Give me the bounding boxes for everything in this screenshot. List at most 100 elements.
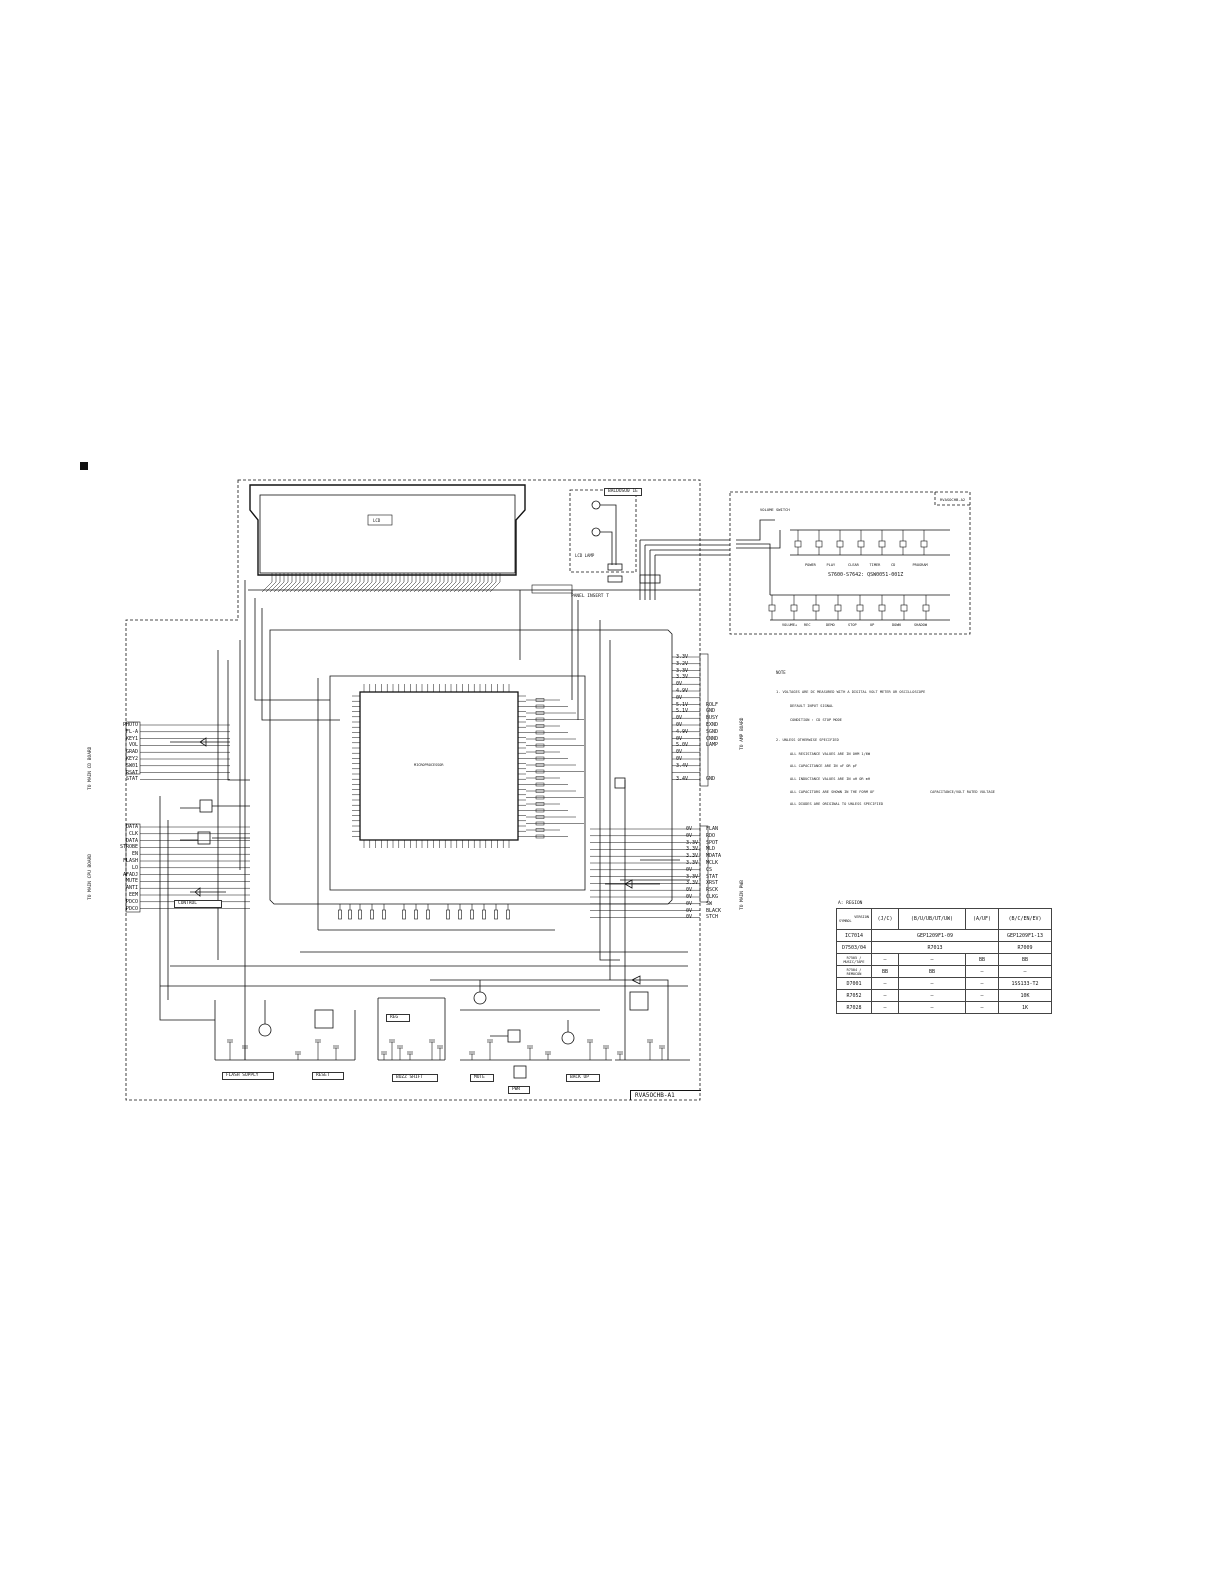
table-row: R7504 / REMOCON BB BB — — xyxy=(836,965,1052,978)
switch-label: STOP xyxy=(848,623,857,627)
pin-label xyxy=(706,654,718,661)
pin-voltage: 0V xyxy=(676,715,683,722)
pin-label: PDCO xyxy=(125,898,138,905)
pin-voltage: 0V xyxy=(676,681,683,688)
pin-voltage: 0V xyxy=(686,832,693,839)
pin-label: STCH xyxy=(706,914,719,921)
pin-voltage: 0V xyxy=(686,826,693,832)
pin-label xyxy=(706,681,718,688)
fl-unit-code: BALDOSU0 1E xyxy=(604,488,642,496)
table-row: R7028 — — — 1K xyxy=(836,1001,1052,1014)
pin-label: PHOTO xyxy=(122,722,138,728)
volume-switch-label: VOLUME SWITCH xyxy=(760,507,790,512)
pin-voltage: 0V xyxy=(686,866,693,873)
pin-voltage: 3.4V xyxy=(676,776,689,783)
table-row: D7503/04 R7013 R7009 xyxy=(836,941,1052,954)
pin-label: VOL xyxy=(128,742,138,749)
lcd-label: LCD xyxy=(373,518,381,523)
pin-voltage xyxy=(676,770,688,777)
pin-label: SW xyxy=(706,900,713,907)
note-9: CAPACITANCE/VOLT RATED VOLTAGE xyxy=(930,790,995,794)
board-outline xyxy=(125,479,701,1101)
transistor-q2 xyxy=(473,991,487,1005)
table-row: R7052 — — — 10K xyxy=(836,989,1052,1002)
pin-label: ROLF xyxy=(706,701,719,708)
table-row: D7001 — — — 1SS133-T2 xyxy=(836,977,1052,990)
pin-label: SPOT xyxy=(706,839,719,846)
pin-label: PDCO xyxy=(125,905,138,912)
pin-label xyxy=(706,695,718,702)
pin-voltage: 3.3V xyxy=(686,873,699,880)
pin-voltage: 0V xyxy=(676,755,683,762)
notes-title: NOTE xyxy=(776,670,786,675)
pin-label: EEM xyxy=(128,891,138,898)
fl-unit-box xyxy=(569,489,637,573)
switch-unit-code: RVASOCHB-A2 xyxy=(940,497,966,502)
switch-label: REC xyxy=(804,623,811,627)
right-bot-side-label: TO MAIN PWB xyxy=(740,880,745,910)
pin-label: STAT xyxy=(706,873,719,880)
switch-label: CD xyxy=(891,563,896,567)
pin-label: RSCK xyxy=(706,887,719,894)
lamp-2 xyxy=(591,527,601,537)
switch-part-label: S7600-S7642: QSW0051-001Z xyxy=(828,572,904,578)
block-mute: MUTE xyxy=(470,1074,494,1082)
pin-label: CLKG xyxy=(706,893,719,900)
pin-voltage: 3.2V xyxy=(676,660,689,667)
pin-label: STAT xyxy=(125,776,138,783)
lamp-1 xyxy=(591,500,601,510)
table-caption: A: REGION xyxy=(838,901,863,906)
pin-label: MUTE xyxy=(125,878,138,885)
conn-left-top-box xyxy=(125,721,141,775)
lcd-label-box xyxy=(367,514,393,526)
left-top-side-label: TO MAIN CD BOARD xyxy=(88,746,93,790)
block-control: CONTROL xyxy=(174,900,222,908)
pin-label xyxy=(706,661,718,668)
pin-voltage: 5.0V xyxy=(676,742,689,749)
section-marker: ■ xyxy=(79,459,85,466)
note-1: 1. VOLTAGES ARE DC MEASURED WITH A DIGIT… xyxy=(776,690,926,694)
pin-voltage: 4.9V xyxy=(676,687,689,694)
table-col-3: (B/C/EN/EV) xyxy=(998,908,1052,930)
variation-table: VERSION SYMBOL (J/C) (B/U/UB/UT/UW) (A/U… xyxy=(836,908,1052,1014)
pin-label xyxy=(706,688,718,695)
note-7: ALL INDUCTANCE VALUES ARE IN uH OR mH xyxy=(790,777,871,781)
pin-voltage: 3.3V xyxy=(686,880,699,887)
pin-label: LAMP xyxy=(706,742,719,749)
table-corner: VERSION SYMBOL xyxy=(836,908,872,930)
pin-label: MDATA xyxy=(706,853,722,860)
pin-label: KEY1 xyxy=(125,735,138,742)
pin-label: STROBE xyxy=(119,844,138,851)
pin-label xyxy=(706,770,718,777)
pin-label: GRAD xyxy=(125,749,138,756)
pin-label: RDO xyxy=(706,832,716,839)
switch-label: UP xyxy=(870,623,875,627)
transistor-q1 xyxy=(258,1023,272,1037)
pin-voltage: 0V xyxy=(686,900,693,907)
table-row: R7505 / MUSIC/TAPE — — BB BB xyxy=(836,953,1052,966)
note-6: ALL CAPACITANCE ARE IN uF OR pF xyxy=(790,764,858,768)
pin-voltage: 5.1V xyxy=(676,701,689,708)
block-flash-supply: FLASH SUPPLY xyxy=(222,1072,274,1080)
note-3: CONDITION : CD STOP MODE xyxy=(790,718,842,722)
pin-label: AFADJ xyxy=(122,871,138,878)
pin-label: LO xyxy=(131,864,138,871)
panel-insert-box xyxy=(531,584,573,594)
pin-voltage: 0V xyxy=(676,721,683,728)
pin-label: BLACK xyxy=(706,907,722,914)
pin-label: EN xyxy=(131,851,138,858)
pin-voltage: 3.3V xyxy=(676,654,689,660)
pin-voltage: 0V xyxy=(686,907,693,914)
pin-label: SW01 xyxy=(125,762,138,769)
switch-label: PLAY xyxy=(826,563,836,567)
conn-right-bot-box xyxy=(699,825,709,903)
note-2: DEFAULT INPUT SIGNAL xyxy=(790,704,834,708)
block-back-up: BACK UP xyxy=(566,1074,600,1082)
pin-voltage: 0V xyxy=(676,694,683,701)
pin-label: RSAT xyxy=(125,769,138,776)
pin-label: FL-A xyxy=(125,728,138,735)
